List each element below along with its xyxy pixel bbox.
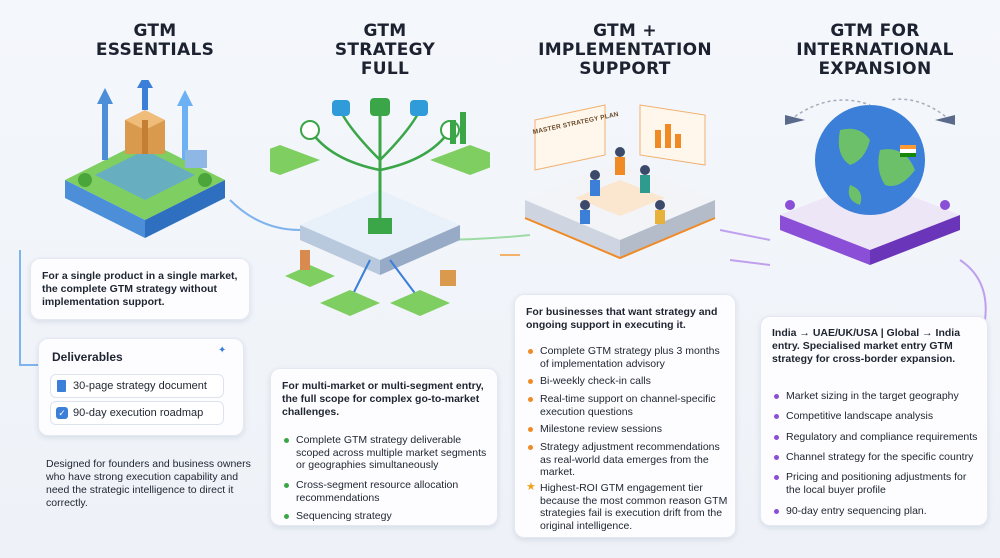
implementation-bullet: Complete GTM strategy plus 3 months of i… (528, 345, 728, 370)
col2-title-line1: GTM (363, 21, 407, 41)
essentials-description-card (30, 258, 250, 320)
bullet-dot (528, 445, 533, 450)
international-illustration (780, 98, 960, 265)
col2-title-line3: FULL (360, 59, 410, 79)
col4-title-line1: GTM FOR (830, 21, 920, 41)
strategy-full-description: For multi-market or multi-segment entry,… (282, 380, 484, 418)
bullet-dot (774, 435, 779, 440)
bullet-dot (528, 397, 533, 402)
international-bullet: Pricing and positioning adjustments for … (774, 471, 980, 496)
bullet-dot (528, 379, 533, 384)
bullet-dot (528, 349, 533, 354)
international-bullet: 90-day entry sequencing plan. (774, 505, 980, 518)
col3-title-line2: IMPLEMENTATION (538, 40, 712, 60)
col3-title: GTM + IMPLEMENTATION SUPPORT (520, 22, 730, 79)
implementation-bullet: Bi-weekly check-in calls (528, 375, 728, 388)
essentials-illustration (65, 80, 225, 238)
bullet-dot (284, 483, 289, 488)
implementation-highlight: ★ Highest-ROI GTM engagement tier becaus… (526, 481, 728, 532)
col1-title: GTM ESSENTIALS (70, 22, 240, 60)
strategy-full-bullet: Sequencing strategy (284, 510, 492, 523)
bullet-dot (284, 514, 289, 519)
implementation-bullet: Real-time support on channel-specific ex… (528, 393, 728, 418)
deliverable-roadmap-label: 90-day execution roadmap (73, 407, 204, 419)
col4-title: GTM FOR INTERNATIONAL EXPANSION (770, 22, 980, 79)
col1-title-line2: ESSENTIALS (95, 40, 215, 60)
bullet-dot (774, 394, 779, 399)
strategy-full-bullet: Cross-segment resource allocation recomm… (284, 479, 492, 504)
col3-title-line1: GTM + (593, 21, 657, 41)
deliverable-row-roadmap: ✓ 90-day execution roadmap (50, 401, 224, 425)
col1-title-line1: GTM (133, 21, 177, 41)
document-icon (57, 380, 66, 392)
essentials-footer: Designed for founders and business owner… (46, 458, 251, 509)
col4-title-line3: EXPANSION (818, 59, 932, 79)
international-description: India → UAE/UK/USA | Global → India entr… (772, 327, 961, 365)
essentials-description: For a single product in a single market,… (42, 270, 238, 308)
star-icon: ★ (526, 481, 536, 493)
international-card (760, 316, 988, 526)
deliverable-row-document: 30-page strategy document (50, 374, 224, 398)
international-bullet: Regulatory and compliance requirements (774, 431, 980, 444)
strategy-full-card (270, 368, 498, 526)
bullet-dot (774, 414, 779, 419)
bullet-dot (774, 509, 779, 514)
col3-title-line3: SUPPORT (579, 59, 671, 79)
col4-title-line2: INTERNATIONAL (796, 40, 954, 60)
bullet-dot (528, 427, 533, 432)
international-bullet: Competitive landscape analysis (774, 410, 980, 423)
deliverable-document-label: 30-page strategy document (73, 380, 207, 392)
checkbox-icon: ✓ (56, 407, 68, 419)
implementation-card (514, 294, 736, 538)
deliverables-heading: Deliverables (52, 350, 123, 364)
bullet-dot (774, 455, 779, 460)
bullet-dot (284, 438, 289, 443)
international-bullet: Channel strategy for the specific countr… (774, 451, 980, 464)
bullet-dot (774, 475, 779, 480)
col2-title-line2: STRATEGY (334, 40, 436, 60)
implementation-bullet: Strategy adjustment recommendations as r… (528, 441, 728, 479)
implementation-bullet: Milestone review sessions (528, 423, 728, 436)
col2-title: GTM STRATEGY FULL (300, 22, 470, 79)
implementation-illustration (524, 104, 716, 260)
deliverables-sparkle-icon: ✦ (218, 345, 227, 356)
strategy-full-bullet: Complete GTM strategy deliverable scoped… (284, 434, 492, 472)
international-bullet: Market sizing in the target geography (774, 390, 980, 403)
implementation-description: For businesses that want strategy and on… (526, 306, 718, 331)
strategy-full-illustration (270, 98, 490, 316)
